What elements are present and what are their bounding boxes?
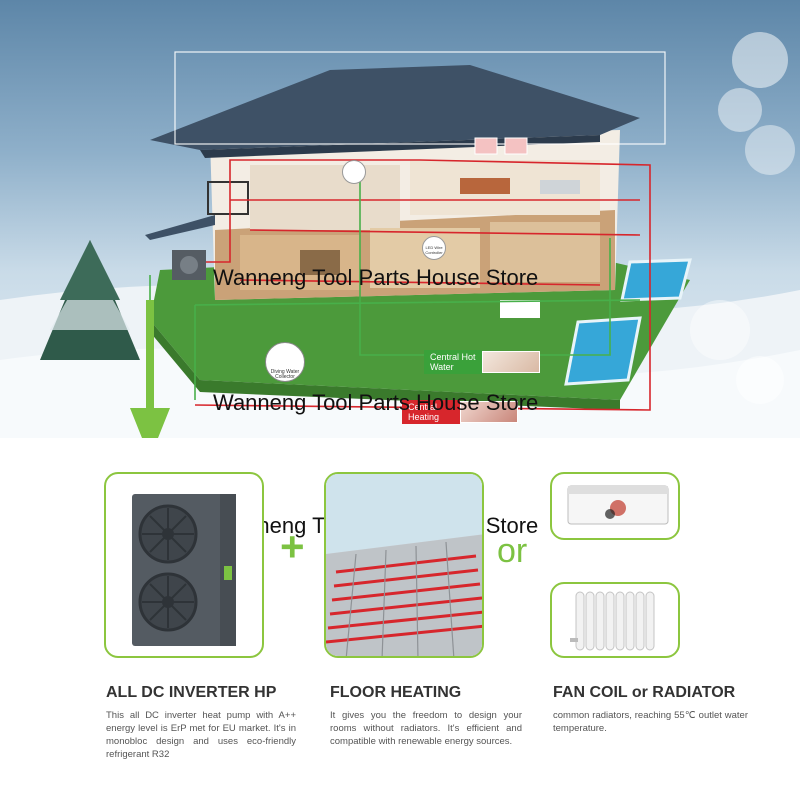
callout-central-heating: Central Heating	[402, 400, 518, 424]
heating-thumbnail	[460, 401, 518, 423]
radiator-icon	[570, 591, 655, 651]
house-cutaway-graphic	[0, 32, 800, 438]
product-title-fan-coil: FAN COIL or RADIATOR	[553, 684, 736, 701]
heat-pump-unit-icon	[132, 494, 236, 646]
product-title-floor-heating: FLOOR HEATING	[330, 684, 462, 701]
watermark: Wanneng Tool Parts House Store	[213, 390, 539, 415]
heat-pump-frame	[104, 472, 264, 658]
flow-arrow	[130, 300, 170, 438]
floor-heating-icon	[326, 474, 482, 656]
callout-label: Central Heating	[402, 400, 460, 424]
house-illustration: LED Wire Controller Diving Water Collect…	[0, 0, 800, 438]
fan-coil-icon	[567, 485, 669, 525]
product-desc-heat-pump: This all DC inverter heat pump with A++ …	[106, 710, 296, 760]
frost-branches	[690, 32, 795, 404]
plus-symbol: +	[280, 523, 305, 570]
product-title-heat-pump: ALL DC INVERTER HP	[106, 684, 277, 701]
controller-badge	[342, 160, 366, 184]
radiator-frame	[550, 582, 680, 658]
product-desc-fan-coil: common radiators, reaching 55℃ outlet wa…	[553, 710, 748, 734]
watermark: Wanneng Tool Parts House Store	[213, 265, 539, 290]
callout-label: Central Hot Water	[424, 350, 482, 374]
led-controller-badge: LED Wire Controller	[422, 236, 446, 260]
water-collector-badge: Diving Water Collector	[265, 342, 305, 382]
or-symbol: or	[497, 532, 528, 570]
fan-coil-frame	[550, 472, 680, 540]
floor-heating-frame	[324, 472, 484, 658]
snowy-tree	[40, 240, 140, 360]
shower-thumbnail	[482, 351, 540, 373]
product-desc-floor-heating: It gives you the freedom to design your …	[330, 710, 522, 747]
callout-central-hot-water: Central Hot Water	[424, 350, 540, 374]
